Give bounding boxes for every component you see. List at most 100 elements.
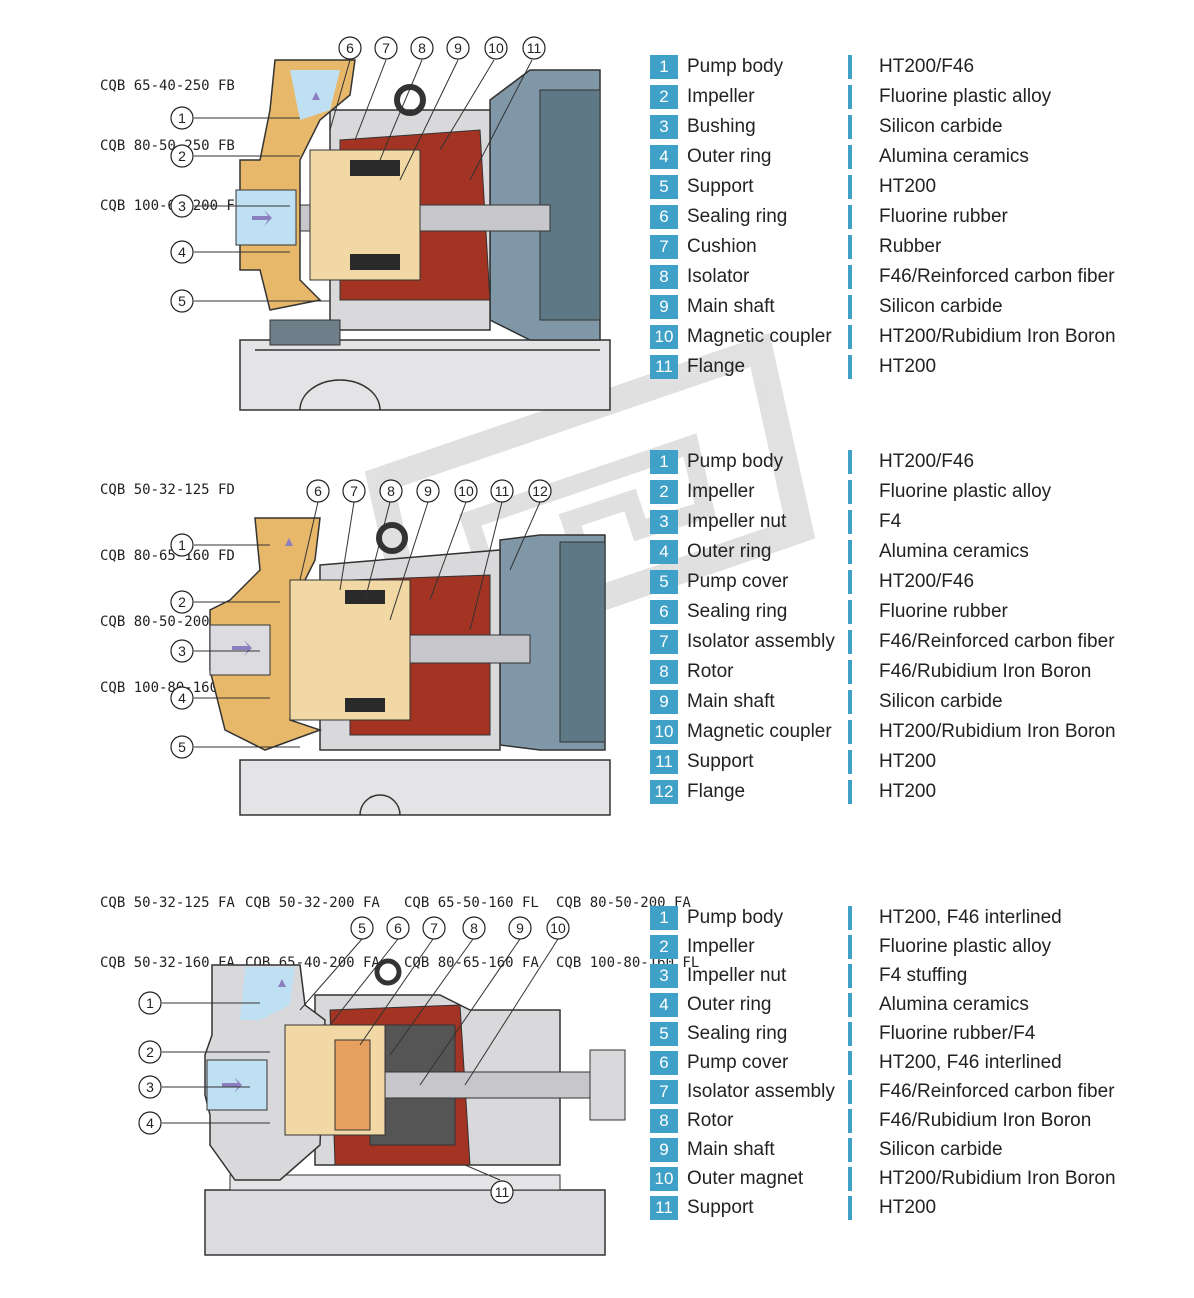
part-name: Outer ring	[687, 146, 772, 167]
model-code: CQB 50-32-125 FA	[100, 895, 235, 911]
part-material: Alumina ceramics	[879, 146, 1029, 167]
part-number: 5	[650, 175, 678, 199]
callout-badge: 9	[508, 916, 532, 940]
part-material: F46/Rubidium Iron Boron	[879, 1110, 1092, 1131]
part-number: 6	[650, 1051, 678, 1075]
part-material: HT200/Rubidium Iron Boron	[879, 326, 1116, 347]
part-number: 8	[650, 265, 678, 289]
part-material: F46/Reinforced carbon fiber	[879, 266, 1115, 287]
svg-text:10: 10	[458, 483, 474, 499]
part-number: 5	[650, 1022, 678, 1046]
svg-text:4: 4	[178, 690, 186, 706]
model-code: CQB 65-40-250 FB	[100, 78, 235, 94]
divider	[848, 1138, 852, 1162]
divider	[848, 906, 852, 930]
svg-text:8: 8	[470, 920, 478, 936]
part-number: 11	[650, 750, 678, 774]
part-name: Impeller	[687, 86, 755, 107]
part-number: 1	[650, 906, 678, 930]
divider	[848, 964, 852, 988]
model-list: CQB 50-32-125 FA CQB 50-32-160 FA	[100, 853, 235, 1013]
svg-text:9: 9	[454, 40, 462, 56]
part-material: Alumina ceramics	[879, 541, 1029, 562]
part-number: 5	[650, 570, 678, 594]
svg-text:12: 12	[532, 483, 548, 499]
part-number: 12	[650, 780, 678, 804]
callout-badge: 9	[446, 36, 470, 60]
divider	[848, 265, 852, 289]
callout-badge: 2	[170, 144, 194, 168]
divider	[848, 145, 852, 169]
part-name: Main shaft	[687, 296, 775, 317]
divider	[848, 1167, 852, 1191]
part-number: 8	[650, 660, 678, 684]
callout-badge: 9	[416, 479, 440, 503]
model-code: CQB 80-50-200 FD	[100, 614, 235, 630]
part-number: 9	[650, 295, 678, 319]
part-name: Impeller	[687, 936, 755, 957]
part-name: Support	[687, 751, 754, 772]
divider	[848, 1196, 852, 1220]
callout-badge: 1	[170, 533, 194, 557]
divider	[848, 780, 852, 804]
divider	[848, 935, 852, 959]
svg-text:9: 9	[516, 920, 524, 936]
part-material: Silicon carbide	[879, 116, 1003, 137]
part-name: Magnetic coupler	[687, 326, 832, 347]
callout-badge: 7	[342, 479, 366, 503]
divider	[848, 235, 852, 259]
divider	[848, 1051, 852, 1075]
model-list: CQB 80-50-200 FA CQB 100-80-160 FL	[556, 853, 699, 1013]
callout-badge: 6	[338, 36, 362, 60]
divider	[848, 1109, 852, 1133]
callout-badge: 10	[546, 916, 570, 940]
part-material: HT200	[879, 751, 937, 772]
part-number: 9	[650, 1138, 678, 1162]
part-material: HT200	[879, 176, 937, 197]
part-name: Pump cover	[687, 571, 789, 592]
part-number: 1	[650, 450, 678, 474]
part-material: Fluorine plastic alloy	[879, 481, 1052, 502]
part-name: Pump body	[687, 907, 784, 928]
svg-text:3: 3	[178, 198, 186, 214]
svg-text:8: 8	[418, 40, 426, 56]
callout-badge: 11	[490, 1180, 514, 1204]
model-code: CQB 50-32-200 FA	[245, 895, 380, 911]
divider	[848, 600, 852, 624]
model-code: CQB 100-80-160 FD	[100, 680, 244, 696]
divider	[848, 325, 852, 349]
divider	[848, 355, 852, 379]
part-material: HT200, F46 interlined	[879, 1052, 1062, 1073]
part-name: Isolator	[687, 266, 750, 287]
divider	[848, 1080, 852, 1104]
part-material: Fluorine rubber	[879, 206, 1008, 227]
part-name: Support	[687, 176, 754, 197]
callouts: 6 7 8 9 10 11 1 2 3 4 5	[170, 36, 546, 313]
part-material: F46/Reinforced carbon fiber	[879, 1081, 1115, 1102]
part-name: Rotor	[687, 1110, 734, 1131]
svg-text:5: 5	[358, 920, 366, 936]
part-number: 7	[650, 235, 678, 259]
part-material: Fluorine rubber	[879, 601, 1008, 622]
part-name: Isolator assembly	[687, 1081, 835, 1102]
svg-text:9: 9	[424, 483, 432, 499]
svg-text:7: 7	[382, 40, 390, 56]
model-list: CQB 65-50-160 FL CQB 80-65-160 FA	[404, 853, 539, 1013]
part-material: HT200/Rubidium Iron Boron	[879, 1168, 1116, 1189]
part-name: Bushing	[687, 116, 756, 137]
part-material: F4 stuffing	[879, 965, 968, 986]
svg-text:4: 4	[146, 1115, 154, 1131]
part-material: Alumina ceramics	[879, 994, 1029, 1015]
svg-text:11: 11	[495, 483, 510, 499]
svg-text:7: 7	[350, 483, 358, 499]
callout-badge: 1	[138, 991, 162, 1015]
divider	[848, 690, 852, 714]
svg-text:3: 3	[146, 1079, 154, 1095]
part-name: Flange	[687, 356, 746, 377]
divider	[848, 720, 852, 744]
part-name: Isolator assembly	[687, 631, 835, 652]
divider	[848, 510, 852, 534]
svg-text:11: 11	[495, 1184, 510, 1200]
callout-badge: 10	[454, 479, 478, 503]
callout-badge: 6	[306, 479, 330, 503]
